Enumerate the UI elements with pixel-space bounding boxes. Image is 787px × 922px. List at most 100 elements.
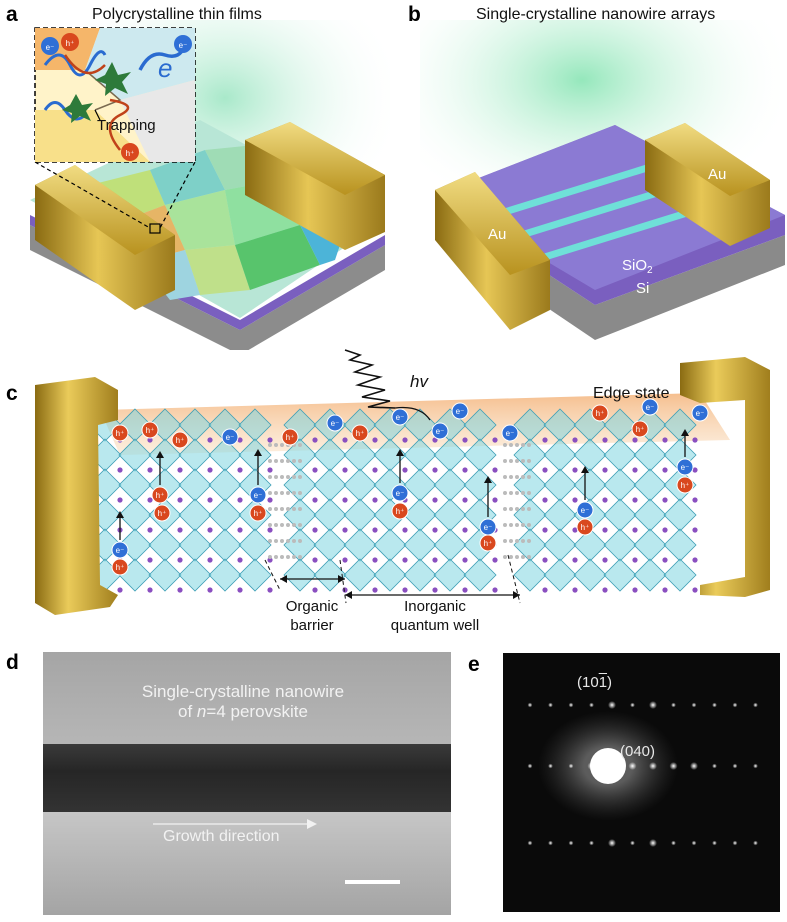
nanowire-band xyxy=(43,744,451,812)
octahedron xyxy=(343,468,377,502)
panel-d: d Single-crystalline nanowire of n=4 per… xyxy=(0,645,460,922)
atom xyxy=(692,557,698,563)
organic-chain xyxy=(274,507,278,511)
octahedron xyxy=(313,558,347,592)
atom xyxy=(572,587,578,593)
diffraction-spot xyxy=(548,763,553,769)
diffraction-spot xyxy=(712,763,717,769)
sem-bottom-region xyxy=(43,812,451,915)
organic-chain xyxy=(509,555,513,559)
hole xyxy=(391,502,409,520)
atom xyxy=(237,557,243,563)
arrowhead xyxy=(484,476,492,483)
electron xyxy=(391,408,409,426)
octahedron xyxy=(208,558,242,592)
atom xyxy=(632,497,638,503)
growth-arrow xyxy=(153,819,400,884)
hole-label: h⁺ xyxy=(66,39,75,48)
electron xyxy=(576,501,594,519)
electron xyxy=(691,404,709,422)
atom xyxy=(462,557,468,563)
organic-chain xyxy=(521,507,525,511)
atom xyxy=(342,497,348,503)
atom xyxy=(342,437,348,443)
panel-a-title: Polycrystalline thin films xyxy=(92,6,262,23)
atom xyxy=(662,497,668,503)
atom xyxy=(237,467,243,473)
organic-chain xyxy=(527,523,531,527)
atom xyxy=(602,437,608,443)
hole xyxy=(479,534,497,552)
atom xyxy=(402,527,408,533)
atom xyxy=(602,497,608,503)
panel-b-illustration xyxy=(420,20,785,340)
atom xyxy=(462,587,468,593)
atom xyxy=(432,437,438,443)
octahedron xyxy=(663,528,697,562)
atom xyxy=(492,467,498,473)
atom xyxy=(147,527,153,533)
hole xyxy=(591,404,609,422)
organic-chain xyxy=(509,491,513,495)
organic-chain xyxy=(521,523,525,527)
atom xyxy=(432,467,438,473)
diffraction-spot xyxy=(669,762,678,770)
atom xyxy=(402,587,408,593)
octahedron xyxy=(633,498,667,532)
arrowhead xyxy=(581,466,589,473)
octahedron xyxy=(543,468,577,502)
atom xyxy=(267,527,273,533)
electron xyxy=(676,458,694,476)
atom xyxy=(492,497,498,503)
organic-chain xyxy=(286,507,290,511)
electron-label: e⁻ xyxy=(396,489,405,498)
diffraction-spot xyxy=(527,763,533,769)
octahedron xyxy=(403,498,437,532)
atom xyxy=(542,467,548,473)
sem-image: Single-crystalline nanowire of n=4 perov… xyxy=(43,652,451,915)
atom xyxy=(692,497,698,503)
atom xyxy=(117,497,123,503)
arrowhead xyxy=(345,591,352,599)
substrate-gray xyxy=(30,225,385,350)
atom xyxy=(147,587,153,593)
panel-e-label: e xyxy=(468,653,480,676)
octahedron xyxy=(603,528,637,562)
electron xyxy=(221,428,239,446)
atom xyxy=(462,437,468,443)
atom xyxy=(462,467,468,473)
zoom-marker xyxy=(149,223,161,234)
octahedron xyxy=(463,468,497,502)
organic-chain xyxy=(509,507,513,511)
organic-chain xyxy=(280,555,284,559)
organic-chain xyxy=(274,475,278,479)
hole xyxy=(351,424,369,442)
light-wave xyxy=(344,349,396,409)
organic-chain xyxy=(503,475,507,479)
hole-label: h⁺ xyxy=(681,481,690,490)
octahedron xyxy=(603,438,637,472)
zoom-line xyxy=(34,161,151,229)
atom xyxy=(602,527,608,533)
organic-chain xyxy=(503,539,507,543)
electron-label: e⁻ xyxy=(46,43,55,52)
atom xyxy=(312,587,318,593)
octahedron xyxy=(373,528,407,562)
arrowhead xyxy=(116,511,124,518)
octahedron xyxy=(178,558,212,592)
octahedron xyxy=(463,558,497,592)
atom xyxy=(542,557,548,563)
left-electrode-top xyxy=(35,165,175,255)
arrowhead xyxy=(156,451,164,458)
electron-label: e⁻ xyxy=(331,419,340,428)
organic-chain xyxy=(286,555,290,559)
octahedron xyxy=(403,528,437,562)
diffraction-spot xyxy=(527,840,533,846)
grain xyxy=(90,170,165,222)
atom xyxy=(402,557,408,563)
atom xyxy=(602,467,608,473)
trapping-inset xyxy=(34,27,196,163)
atom xyxy=(632,587,638,593)
diffraction-spot xyxy=(568,763,574,769)
